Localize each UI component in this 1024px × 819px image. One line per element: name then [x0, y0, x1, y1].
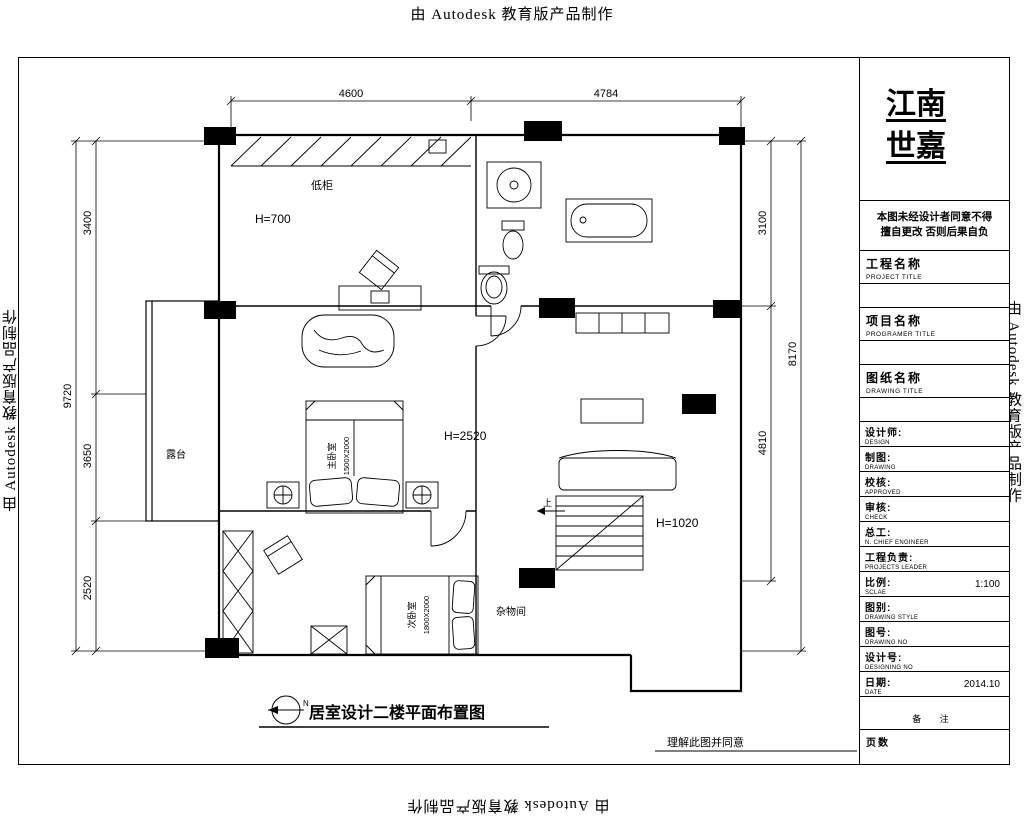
copyright-notice: 本图未经设计者同意不得 擅自更改 否则后果自负 — [860, 201, 1009, 251]
master-bed-size-label: 1500X2000 — [342, 437, 351, 475]
project-logo-line2: 世嘉 — [886, 130, 946, 163]
agreement-group: 理解此图并同意 — [655, 735, 857, 752]
master-bedroom-label: 主卧室 — [326, 442, 337, 469]
rule — [860, 340, 1009, 341]
tb-row-designer: 设计师: DESIGN — [860, 422, 1009, 447]
stairs — [555, 495, 644, 571]
tb-row-chief-engineer: 总工: N. CHIEF ENGINEER — [860, 522, 1009, 547]
nightstand-left — [266, 481, 300, 509]
caption-group: 居室设计二楼平面布置图 — [259, 703, 549, 728]
nightstand-right — [405, 481, 439, 509]
tb-row-project-leader: 工程负责: PROJECTS LEADER — [860, 547, 1009, 572]
pages-cell: 页数 — [866, 738, 890, 749]
copyright-notice-line1: 本图未经设计者同意不得 — [876, 211, 993, 223]
room-labels: 低柜 H=700 露台 H=2520 H=1020 杂物间 主卧室 1500X2… — [166, 179, 699, 634]
h2520-label: H=2520 — [444, 429, 487, 443]
tb-row-scale: 比例: SCLAE 1:100 — [860, 572, 1009, 597]
washing-machine — [486, 161, 542, 209]
dressing-desk — [338, 285, 422, 311]
second-bed — [365, 575, 479, 655]
tb-row-drawing-style: 图别: DRAWING STYLE — [860, 597, 1009, 622]
tv-cabinet — [575, 312, 670, 334]
tb-row-reviewer: 审核: CHECK — [860, 497, 1009, 522]
second-bedroom-label: 次卧室 — [406, 601, 417, 628]
stair-up-label: 上 — [543, 498, 552, 508]
terrace-label: 露台 — [166, 448, 186, 461]
project-logo-line1: 江南 — [886, 88, 946, 121]
project-title-en: PROJECT TITLE — [866, 274, 923, 281]
folding-table — [310, 625, 348, 655]
tb-row-designing-no: 设计号: DESIGNING NO — [860, 647, 1009, 672]
wardrobe — [222, 530, 254, 654]
basin — [478, 265, 510, 305]
second-bed-size-label: 1800X2000 — [422, 596, 431, 634]
north-label: N — [303, 699, 309, 708]
chaise-lounge — [301, 314, 395, 368]
dim-top-right: 4784 — [594, 88, 618, 100]
tb-row-drawing-no: 图号: DRAWING NO — [860, 622, 1009, 647]
low-cabinet-label: 低柜 — [311, 179, 333, 192]
tb-row-drafter: 制图: DRAWING — [860, 447, 1009, 472]
tb-row-date: 日期: DATE 2014.10 — [860, 672, 1009, 697]
bedroom2-chair — [263, 535, 303, 575]
hall-table — [580, 398, 644, 424]
sheet-border: 4600 4784 9720 3400 3650 2520 3100 8170 … — [18, 57, 1010, 765]
stair-direction: 上 — [537, 498, 565, 515]
bench-sofa — [558, 450, 677, 491]
master-bed — [305, 400, 404, 514]
floor-plan: 4600 4784 9720 3400 3650 2520 3100 8170 … — [62, 88, 857, 752]
h1020-label: H=1020 — [656, 516, 699, 530]
dim-left-1: 3400 — [82, 211, 94, 235]
project-logo: 江南 世嘉 — [860, 58, 1009, 201]
dim-left-3: 2520 — [82, 576, 94, 600]
terrace-outline — [145, 300, 220, 522]
bedroom-chair — [358, 249, 400, 291]
rule — [860, 397, 1009, 398]
dim-right-2: 4810 — [757, 431, 769, 455]
door-arcs — [430, 305, 522, 547]
program-title-cn: 项目名称 — [866, 314, 923, 328]
agreement-label: 理解此图并同意 — [667, 735, 744, 749]
autodesk-banner-bottom: 由 Autodesk 教育版产品制作 — [406, 797, 610, 813]
drawing-title-en: DRAWING TITLE — [866, 388, 924, 395]
dim-top-left: 4600 — [339, 88, 363, 100]
rule — [860, 283, 1009, 284]
drawing-title-cn: 图纸名称 — [866, 371, 923, 385]
h700-label: H=700 — [255, 212, 291, 226]
program-title-en: PROGRAMER TITLE — [866, 331, 936, 338]
low-cabinet-hatch — [230, 136, 472, 167]
exterior-walls — [217, 133, 743, 693]
bathtub — [565, 198, 653, 243]
dimension-labels: 4600 4784 9720 3400 3650 2520 3100 8170 … — [62, 88, 799, 600]
dim-left-2: 3650 — [82, 444, 94, 468]
structural-columns — [204, 121, 745, 658]
tb-row-checker: 校核: APPROVED — [860, 472, 1009, 497]
dim-right-1: 3100 — [757, 211, 769, 235]
project-title-cn: 工程名称 — [866, 257, 923, 271]
toilet — [501, 220, 525, 260]
drawing-caption: 居室设计二楼平面布置图 — [309, 703, 485, 722]
remark-cell: 备 注 — [860, 697, 1009, 730]
interior-walls — [219, 135, 741, 655]
title-block: 江南 世嘉 本图未经设计者同意不得 擅自更改 否则后果自负 工程名称 PROJE… — [859, 58, 1009, 764]
dim-right-outer: 8170 — [787, 342, 799, 366]
autodesk-banner-top: 由 Autodesk 教育版产品制作 — [410, 7, 614, 23]
project-title-cell: 工程名称 PROJECT TITLE — [860, 251, 1009, 308]
drawing-title-cell: 图纸名称 DRAWING TITLE — [860, 365, 1009, 422]
north-indicator: N — [268, 695, 309, 725]
program-title-cell: 项目名称 PROGRAMER TITLE — [860, 308, 1009, 365]
copyright-notice-line2: 擅自更改 否则后果自负 — [880, 226, 989, 238]
storage-label: 杂物间 — [496, 605, 526, 618]
dim-left-outer: 9720 — [62, 384, 74, 408]
dimension-lines — [71, 96, 806, 656]
